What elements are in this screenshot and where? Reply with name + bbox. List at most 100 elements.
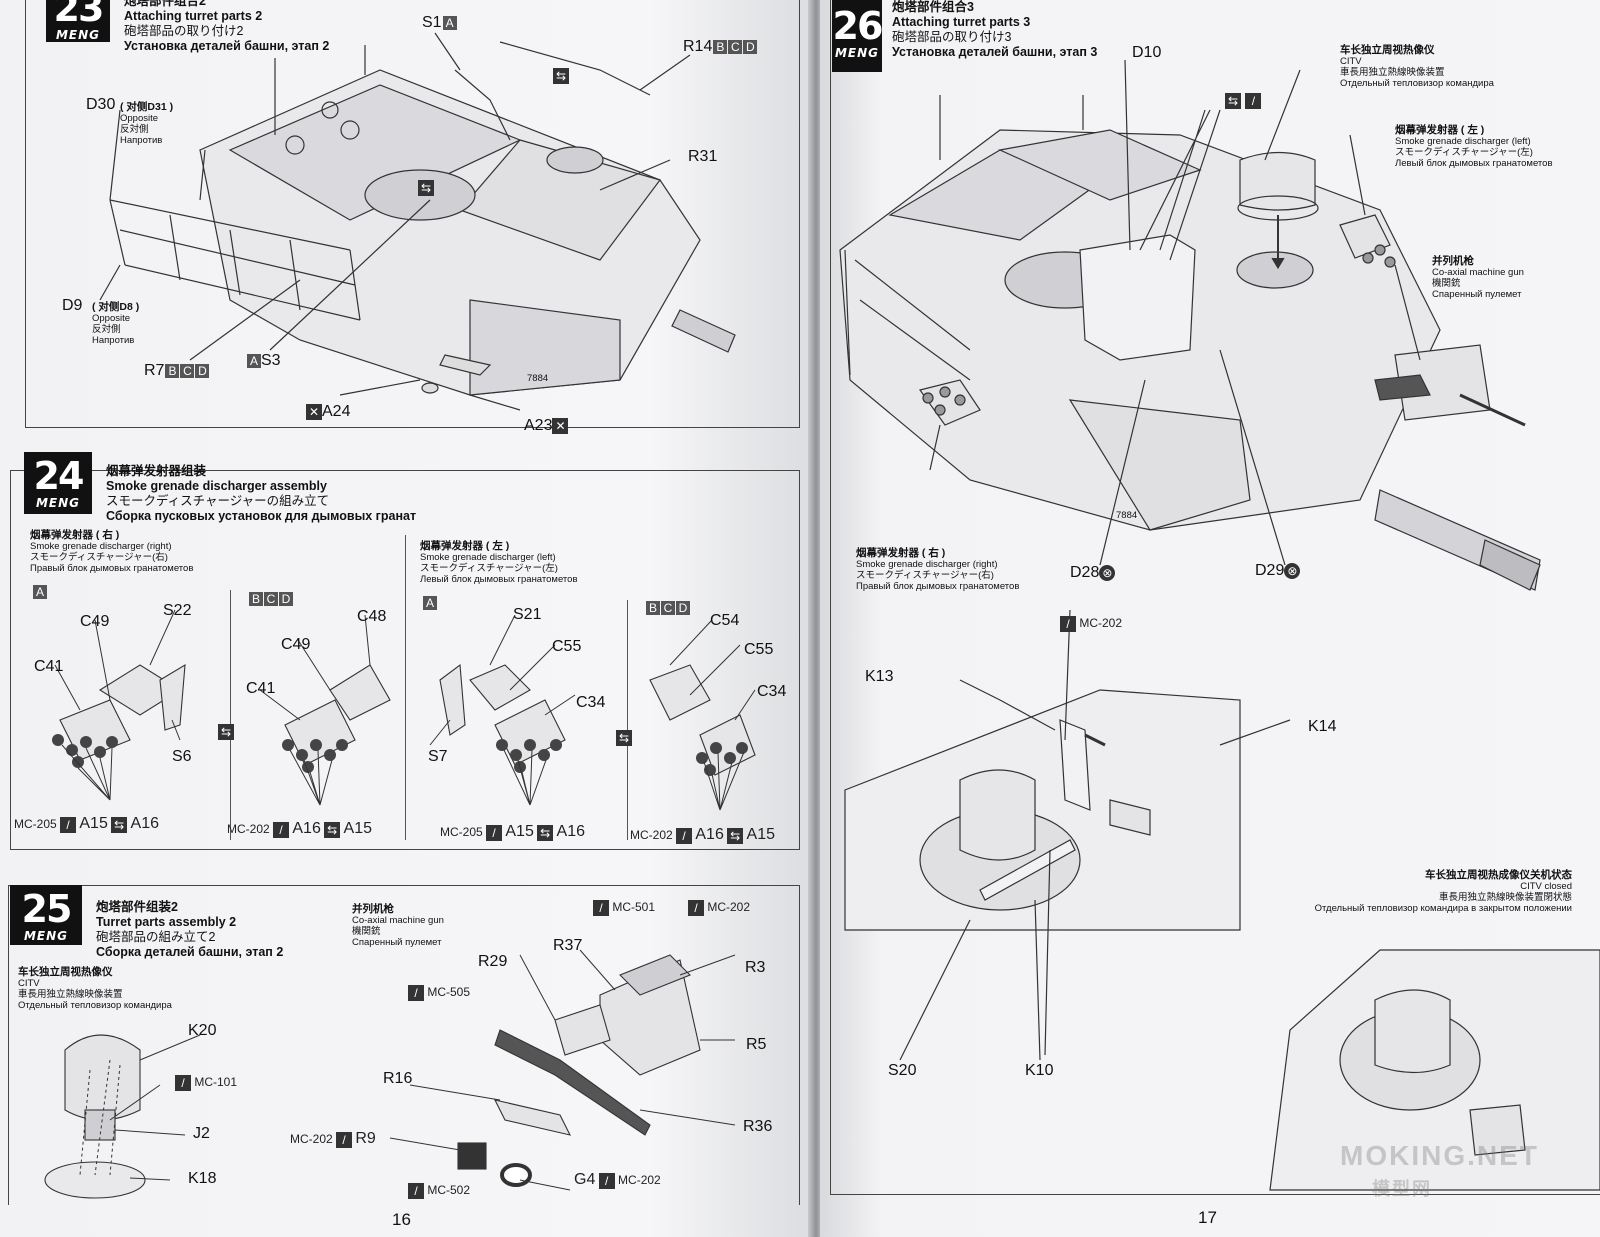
label-r36: R36 (743, 1118, 773, 1135)
caption-zh: 烟幕弹发射器 ( 右 ) (30, 529, 120, 541)
label-c41: C41 (34, 658, 64, 675)
paint-code: MC-202 (1079, 616, 1123, 631)
caption-en: Smoke grenade discharger (right) (856, 559, 998, 570)
label-r7: R7 (144, 362, 165, 379)
brush-icon: / (1245, 92, 1262, 109)
label-c34: C34 (757, 683, 787, 700)
step-25-titles: 炮塔部件组装2 Turret parts assembly 2 砲塔部品の組み立… (96, 900, 283, 960)
smoke-right-caption: 烟幕弹发射器 ( 右 ) Smoke grenade discharger (r… (30, 529, 194, 575)
step-24-badge: 24 MENG (24, 452, 92, 514)
label-c34: C34 (576, 694, 606, 711)
tool-row: MC-205 / A15 ⇆ A16 (440, 823, 585, 841)
meng-logo: MENG (55, 28, 101, 42)
label-r29: R29 (478, 953, 508, 970)
label-r14: R14 (683, 38, 713, 55)
flip-icon: ⇆ (616, 730, 632, 746)
label-c49: C49 (281, 636, 311, 653)
caption-ru: Правый блок дымовых гранатометов (856, 581, 1020, 592)
title-jp: 砲塔部品の取り付け3 (892, 30, 1012, 44)
tool-row: MC-202 / A16 ⇆ A15 (630, 826, 775, 844)
paint-code: MC-501 (612, 900, 656, 915)
label-g4: G4 (574, 1171, 596, 1188)
brush-icon: / (60, 816, 77, 833)
caption-en: CITV (18, 978, 40, 989)
d30-note: ( 对侧D31 ) Opposite 反対側 Напротив (120, 102, 173, 147)
label-c55: C55 (552, 638, 582, 655)
flip-icon: ⇆ (727, 827, 744, 844)
label-s7: S7 (428, 748, 448, 765)
flip-icon: ⇆ (111, 816, 128, 833)
meng-logo: MENG (35, 496, 81, 510)
step-26-drawing (839, 59, 1600, 1191)
meng-logo: MENG (23, 929, 69, 943)
paint-mc-501: / MC-501 (593, 900, 655, 916)
variant-b-box: B (713, 39, 728, 54)
caption-jp: 車長用独立熱線映像装置 (1340, 67, 1445, 78)
title-en: Turret parts assembly 2 (96, 915, 237, 929)
label-k14: K14 (1308, 718, 1337, 735)
brush-icon: / (1060, 616, 1076, 632)
caption-ru: Отдельный тепловизор командира (1340, 78, 1494, 89)
mg-caption: 并列机枪 Co-axial machine gun 機関銃 Спаренный … (1432, 255, 1524, 301)
brush-icon: / (593, 900, 609, 916)
caption-ru: Отдельный тепловизор командира в закрыто… (1314, 903, 1572, 914)
paint-mc-202: / MC-202 (1060, 616, 1122, 632)
title-en: Smoke grenade discharger assembly (106, 479, 327, 493)
left-page: 23 MENG 炮塔部件组合2 Attaching turret parts 2… (0, 0, 812, 1237)
variant-c-box: C (661, 600, 675, 615)
label-r5: R5 (746, 1036, 767, 1053)
title-jp: 砲塔部品の取り付け2 (124, 24, 244, 38)
glue-icon: ✕ (552, 417, 569, 434)
brush-icon: / (273, 821, 290, 838)
label-s6: S6 (172, 748, 192, 765)
caption-jp: 車長用独立熱線映像装置 (18, 989, 123, 1000)
paint-code: MC-205 (14, 817, 57, 831)
citv-closed-caption: 车长独立周视热成像仪关机状态 CITV closed 車長用独立熱線映像装置閉状… (1314, 870, 1572, 915)
brush-icon: / (598, 1172, 615, 1189)
title-ru: Установка деталей башни, этап 3 (892, 45, 1098, 59)
label-r16: R16 (383, 1070, 413, 1087)
variant-b-box: B (165, 363, 180, 378)
citv-caption: 车长独立周视热像仪 CITV 車長用独立熱線映像装置 Отдельный теп… (18, 967, 172, 1012)
caption-en: CITV (1340, 56, 1362, 67)
variant-a-box: A (247, 353, 261, 368)
smoke-left-caption: 烟幕弹发射器 ( 左 ) Smoke grenade discharger (l… (420, 541, 578, 586)
variant-d-box: D (195, 363, 210, 378)
label-c55: C55 (744, 641, 774, 658)
caption-jp: スモークディスチャージャー(右) (30, 552, 168, 563)
label-s20: S20 (888, 1062, 917, 1079)
title-zh: 炮塔部件组合2 (124, 0, 206, 8)
step-25-badge: 25 MENG (10, 885, 82, 945)
part-label: A16 (292, 820, 321, 837)
step-23-drawing (99, 32, 736, 411)
label-c54: C54 (710, 612, 740, 629)
step-24-drawing (52, 609, 756, 811)
tool-icons: ⇆ / (1225, 92, 1262, 110)
title-zh: 烟幕弹发射器组装 (106, 464, 207, 478)
d9-note-jp: 反対側 (92, 324, 121, 335)
flip-icon: ⇆ (1225, 92, 1241, 109)
paint-code: MC-502 (427, 1183, 471, 1198)
divider (230, 590, 231, 840)
variant-c-box: C (180, 363, 195, 378)
citv-caption: 车长独立周视热像仪 CITV 車長用独立熱線映像装置 Отдельный теп… (1340, 45, 1494, 90)
flip-icon: ⇆ (418, 180, 434, 196)
label-r9: R9 (355, 1130, 376, 1147)
caption-jp: 機関銃 (1432, 278, 1461, 289)
flip-icon: ⇆ (553, 68, 569, 84)
part-label: A15 (746, 826, 775, 843)
caption-ru: Правый блок дымовых гранатометов (30, 563, 194, 574)
label-r31: R31 (688, 148, 718, 165)
step-26-panel (830, 0, 1600, 1195)
label-c41: C41 (246, 680, 276, 697)
variant-a-box: A (423, 595, 437, 610)
title-jp: スモークディスチャージャーの組み立て (106, 494, 330, 508)
label-a24: A24 (322, 403, 351, 420)
variant-c-box: C (728, 39, 743, 54)
title-jp: 砲塔部品の組み立て2 (96, 930, 216, 944)
caption-zh: 并列机枪 (1432, 255, 1474, 267)
step-number: 26 (832, 4, 884, 48)
label-d28: D28 (1070, 564, 1100, 581)
step-number: 25 (21, 887, 73, 931)
